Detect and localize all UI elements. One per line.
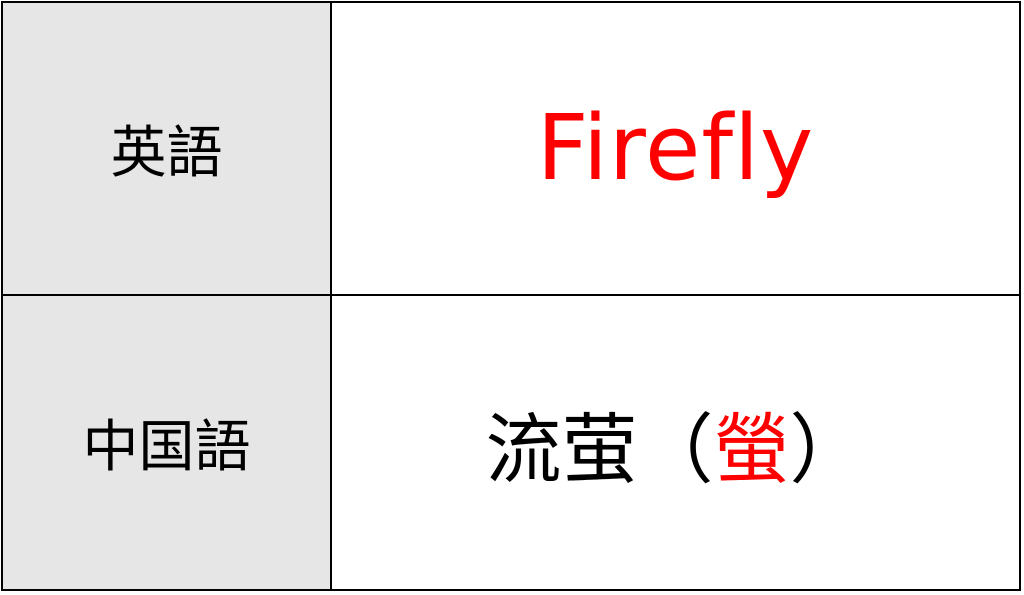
value-cell-chinese: 流萤（螢） [332, 296, 1019, 589]
value-chinese: 流萤（螢） [486, 388, 866, 498]
label-chinese: 中国語 [82, 415, 251, 480]
value-chinese-main: 流萤 [485, 404, 638, 494]
value-english: Firefly [536, 96, 815, 201]
paren-open: （ [637, 404, 714, 494]
label-cell-english: 英語 [3, 3, 332, 296]
value-chinese-highlight: 螢 [713, 404, 790, 494]
value-cell-english: Firefly [332, 3, 1019, 296]
label-english: 英語 [110, 121, 223, 186]
paren-close: ） [789, 404, 866, 494]
label-cell-chinese: 中国語 [3, 296, 332, 589]
